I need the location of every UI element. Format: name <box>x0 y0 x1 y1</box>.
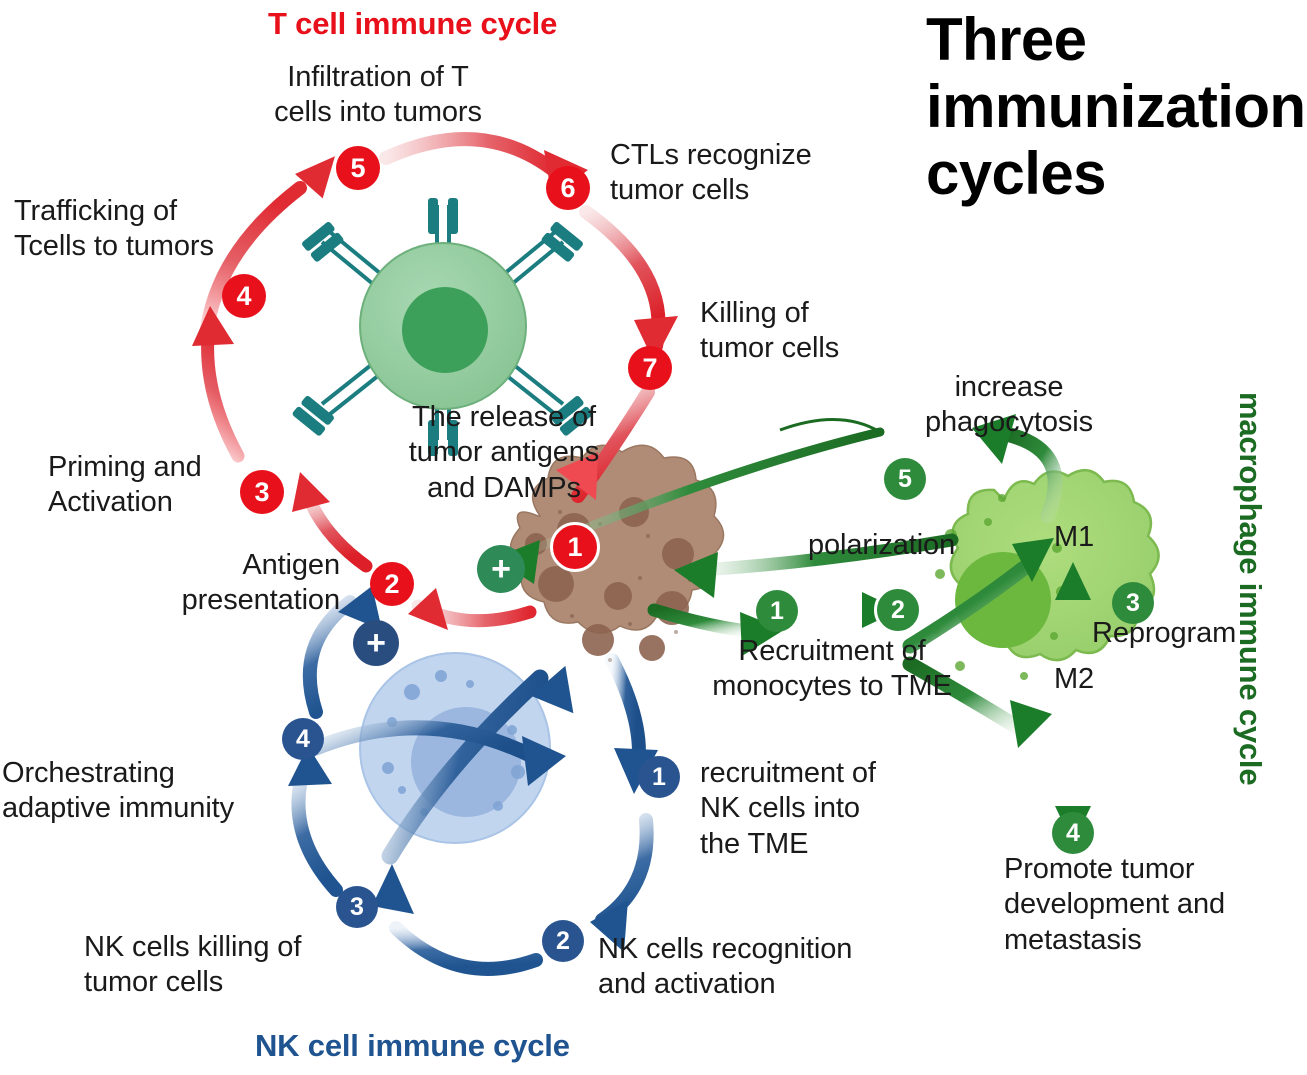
mac-step-2-badge[interactable]: 2 <box>874 586 922 634</box>
page-title: Three immunization cycles <box>926 6 1306 208</box>
nk-step-2-badge[interactable]: 2 <box>542 920 584 962</box>
macrophage-m2-label: M2 <box>1054 663 1095 695</box>
mac-step-3-label: Reprogram <box>1092 617 1237 649</box>
nk-step-4-badge[interactable]: 4 <box>282 718 324 760</box>
green-plus-icon: + <box>477 545 525 593</box>
t-step-6-label: CTLs recognize tumor cells <box>610 139 812 207</box>
mac-step-2-label: polarization <box>808 529 956 561</box>
t-step-7-label: Killing of tumor cells <box>700 297 840 365</box>
nk-step-1-label: recruitment of NK cells into the TME <box>700 757 876 860</box>
mac-step-5-label: increase phagocytosis <box>924 371 1094 439</box>
t-step-4-label: Trafficking of Tcells to tumors <box>14 195 214 263</box>
nk-step-3-label: NK cells killing of tumor cells <box>84 931 302 999</box>
nk-step-2-label: NK cells recognition and activation <box>598 933 853 1001</box>
t-step-5-badge[interactable]: 5 <box>336 146 380 190</box>
t-step-7-badge[interactable]: 7 <box>628 346 672 390</box>
nk-cell-cycle-title: NK cell immune cycle <box>255 1028 570 1063</box>
t-step-6-badge[interactable]: 6 <box>546 166 590 210</box>
t-step-5-label: Infiltration of T cells into tumors <box>274 61 482 129</box>
mac-step-1-label: Recruitment of monocytes to TME <box>712 635 952 703</box>
macrophage-m1-label: M1 <box>1054 521 1095 553</box>
mac-step-4-badge[interactable]: 4 <box>1052 812 1094 854</box>
t-step-1-badge[interactable]: 1 <box>550 522 600 572</box>
mac-step-5-badge[interactable]: 5 <box>884 458 926 500</box>
mac-step-3-badge[interactable]: 3 <box>1112 582 1154 624</box>
nk-step-3-badge[interactable]: 3 <box>336 886 378 928</box>
t-cell-cycle-title: T cell immune cycle <box>268 6 558 41</box>
blue-plus-icon: + <box>353 620 399 666</box>
t-step-3-label: Priming and Activation <box>48 451 202 519</box>
nk-step-1-badge[interactable]: 1 <box>638 756 680 798</box>
mac-step-1-badge[interactable]: 1 <box>756 590 798 632</box>
t-step-4-badge[interactable]: 4 <box>222 274 266 318</box>
macrophage-cycle-title: macrophage immune cycle <box>1233 392 1268 786</box>
t-step-2-badge[interactable]: 2 <box>370 562 414 606</box>
nk-cell-illustration <box>359 652 551 844</box>
t-step-3-badge[interactable]: 3 <box>240 470 284 514</box>
nk-step-4-label: Orchestrating adaptive immunity <box>2 757 235 825</box>
mac-step-4-label: Promote tumor development and metastasis <box>1004 853 1225 956</box>
t-step-2-label: Antigen presentation <box>181 549 341 617</box>
t-cell-center-caption: The release of tumor antigens and DAMPs <box>408 401 600 504</box>
